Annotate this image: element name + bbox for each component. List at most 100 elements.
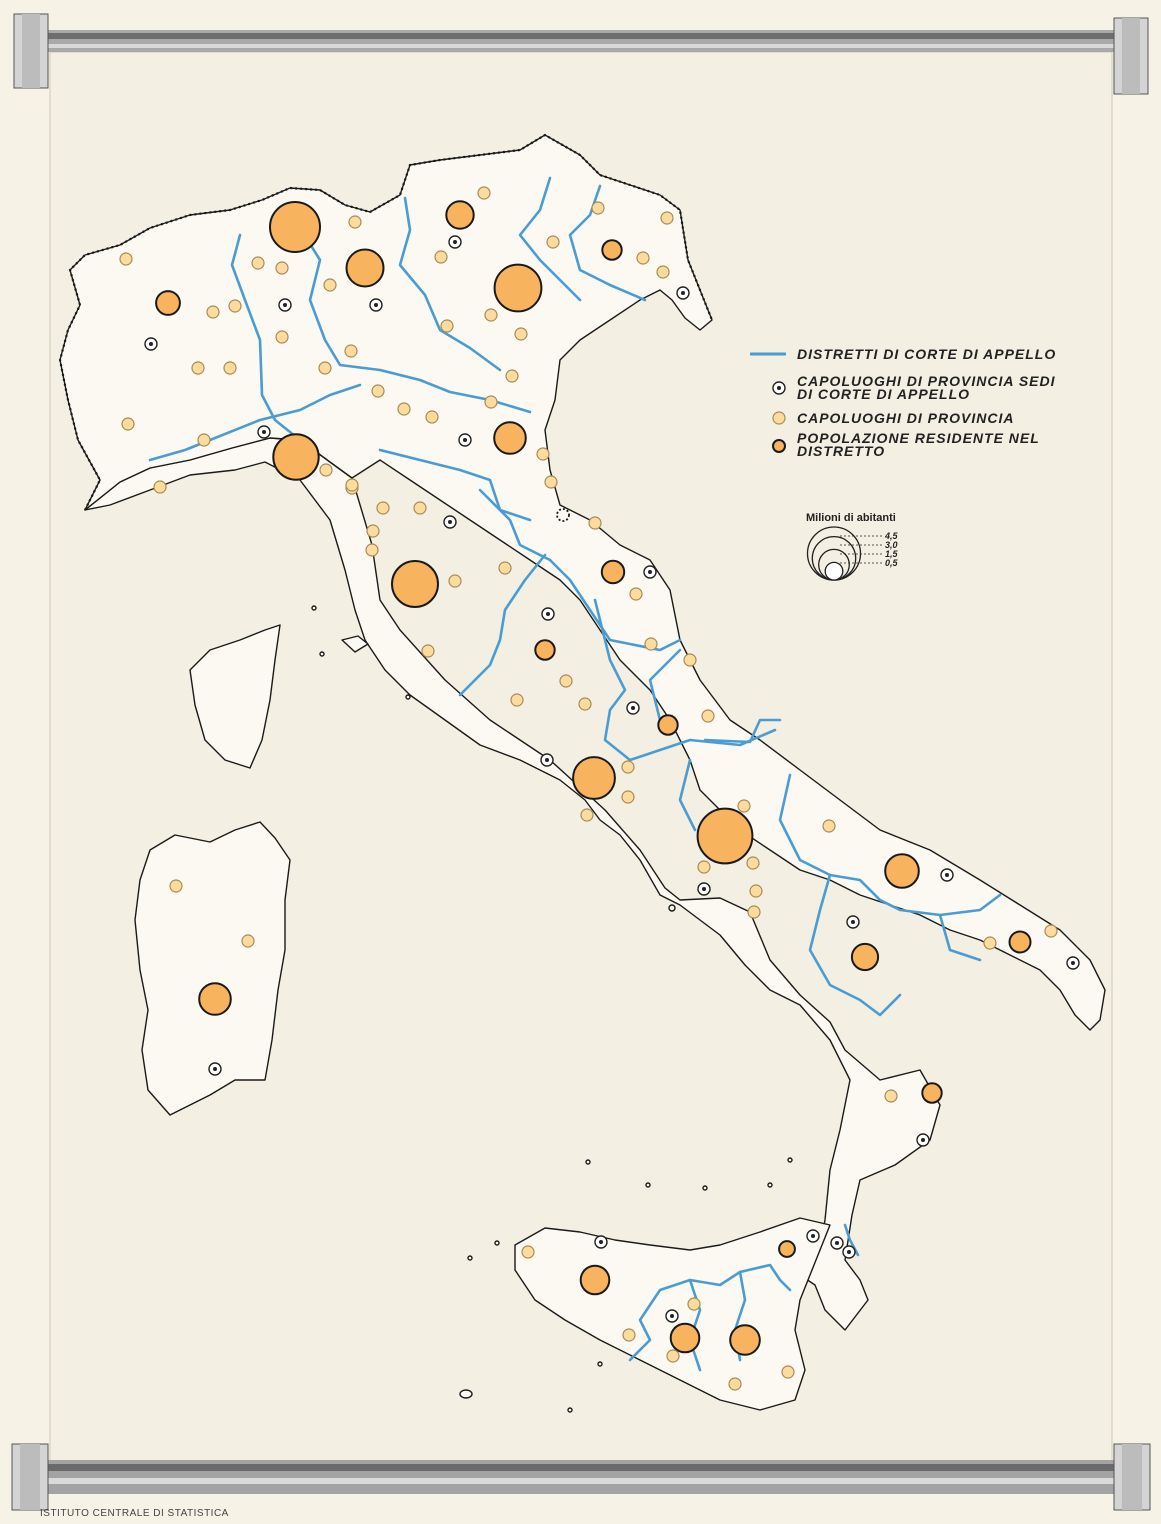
provincial-capital (241, 934, 255, 948)
provincial-capital (413, 501, 427, 515)
court-seat-capitals (144, 235, 1080, 1323)
provincial-capital (666, 1349, 680, 1363)
court-seat-capital (697, 882, 711, 896)
legend: DISTRETTI DI CORTE DI APPELLO CAPOLUOGHI… (750, 346, 1056, 459)
elba (341, 635, 369, 653)
court-seat-capital (594, 1235, 608, 1249)
provincial-capital (683, 653, 697, 667)
provincial-capital (781, 1365, 795, 1379)
provincial-capital (191, 361, 205, 375)
bottom-roller (11, 1443, 1151, 1511)
provincial-capital (425, 410, 439, 424)
provincial-capital (397, 402, 411, 416)
population-circle (269, 201, 321, 253)
provincial-capital (448, 574, 462, 588)
court-seat-capital (257, 425, 271, 439)
legend-court-seat-label-2: DI CORTE DI APPELLO (797, 386, 970, 402)
population-circle (493, 421, 527, 455)
population-circle (345, 248, 385, 288)
court-seat-capital (643, 565, 657, 579)
provincial-capital (510, 693, 524, 707)
italy-mainland (84, 437, 941, 1331)
court-seat-capital (676, 286, 690, 300)
legend-population-symbol (772, 439, 786, 453)
national-border (58, 133, 714, 511)
court-seat-capital (458, 433, 472, 447)
provincial-capital (621, 760, 635, 774)
population-circle (657, 714, 679, 736)
provincial-capital (822, 819, 836, 833)
provincial-capital (546, 235, 560, 249)
population-circle (601, 239, 623, 261)
scale-tick-label: 3,0 (885, 540, 898, 550)
court-seat-capital (830, 1236, 844, 1250)
population-circle (850, 942, 880, 972)
provincial-capital (687, 1297, 701, 1311)
provincial-capital (747, 905, 761, 919)
legend-population-label-1: POPOLAZIONE RESIDENTE NEL (797, 430, 1040, 446)
provincial-capital (251, 256, 265, 270)
provincial-capital (344, 344, 358, 358)
san-marino-border (556, 508, 570, 522)
provincial-capital (223, 361, 237, 375)
provincial-capital (746, 856, 760, 870)
provincial-capital (371, 384, 385, 398)
provincial-capital (656, 265, 670, 279)
provincial-capital (983, 936, 997, 950)
population-circle (534, 639, 556, 661)
top-roller (13, 13, 1149, 95)
provincial-capital (197, 433, 211, 447)
population-circle (155, 290, 181, 316)
provincial-capital (434, 250, 448, 264)
provincial-capital (536, 447, 550, 461)
court-seat-capital (278, 298, 292, 312)
provincial-capital (621, 790, 635, 804)
provincial-capital (153, 480, 167, 494)
population-circle (921, 1082, 943, 1104)
provincial-capital (345, 478, 359, 492)
provincial-capital (206, 305, 220, 319)
provincial-capital (505, 369, 519, 383)
district-boundaries (148, 176, 1002, 1372)
population-circles (155, 200, 1032, 1356)
legend-population-label-2: DISTRETTO (797, 443, 885, 459)
provincial-capital (701, 709, 715, 723)
provincial-capital (622, 1328, 636, 1342)
provincial-capital (319, 463, 333, 477)
population-circle (579, 1264, 611, 1296)
provincial-capital (365, 543, 379, 557)
provincial-capital (348, 215, 362, 229)
provincial-capital (514, 327, 528, 341)
court-seat-capital (369, 298, 383, 312)
scale-title: Milioni di abitanti (806, 512, 896, 524)
court-seat-capital (540, 753, 554, 767)
population-circle (493, 263, 543, 313)
court-seat-capital (443, 515, 457, 529)
provincial-capital (484, 308, 498, 322)
provincial-capital (477, 186, 491, 200)
provincial-capital (119, 252, 133, 266)
legend-capital-label: CAPOLUOGHI DI PROVINCIA (797, 410, 1014, 426)
population-circle (198, 982, 232, 1016)
population-circle (272, 433, 320, 481)
legend-court-seat-label-1: CAPOLUOGHI DI PROVINCIA SEDI (797, 373, 1056, 389)
court-seat-capital (208, 1062, 222, 1076)
court-seat-capital (448, 235, 462, 249)
provincial-capital (318, 361, 332, 375)
court-seat-capital (846, 915, 860, 929)
footer-imprint: ISTITUTO CENTRALE DI STATISTICA (40, 1508, 229, 1519)
population-circle (729, 1324, 761, 1356)
scale-tick-label: 4,5 (884, 531, 899, 541)
provincial-capital (660, 211, 674, 225)
population-circle (1008, 930, 1032, 954)
italy-north (59, 134, 1106, 1031)
population-circle (391, 560, 439, 608)
provincial-capital (440, 319, 454, 333)
provincial-capital (884, 1089, 898, 1103)
legend-districts-label: DISTRETTI DI CORTE DI APPELLO (797, 346, 1056, 362)
corsica (189, 624, 281, 769)
provincial-capital (629, 587, 643, 601)
provincial-capital (521, 1245, 535, 1259)
provincial-capital (636, 251, 650, 265)
